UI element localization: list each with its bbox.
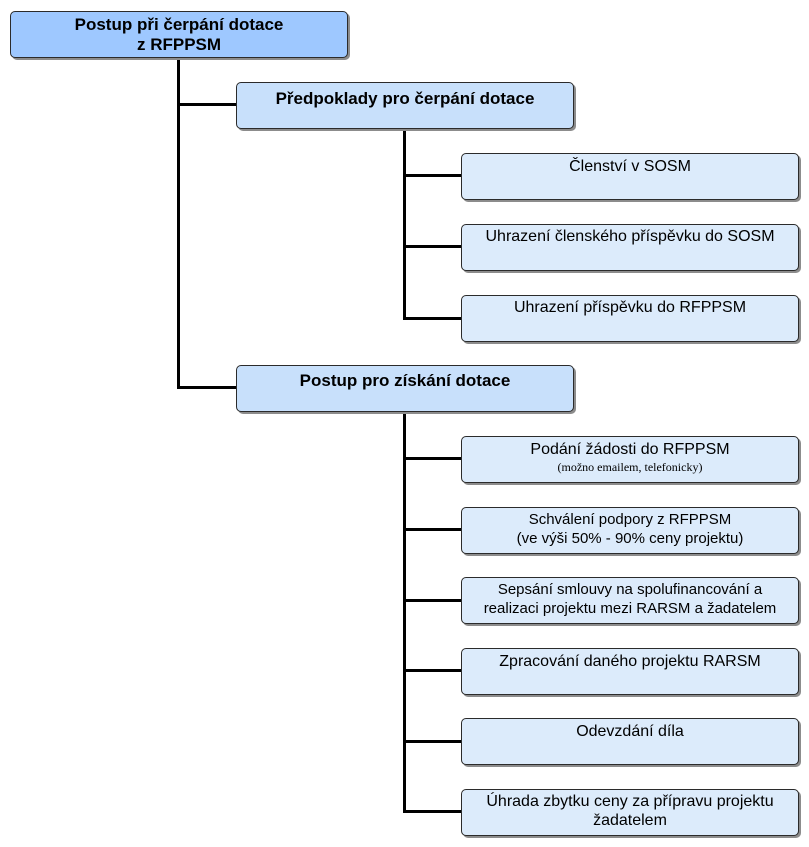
root-node: Postup při čerpání dotace z RFPPSM — [10, 11, 348, 58]
leaf-node-fund-fee: Uhrazení příspěvku do RFPPSM — [461, 295, 799, 342]
connector-to-branch-2 — [177, 386, 237, 389]
branch-node-prerequisites: Předpoklady pro čerpání dotace — [236, 82, 574, 129]
leaf-node-note: (možno emailem, telefonicky) — [557, 460, 703, 474]
leaf-node-text: Úhrada zbytku ceny za přípravu projektu — [486, 793, 774, 810]
leaf-node-text-2: žadatelem — [593, 812, 667, 829]
connector-branch-2-item-1 — [403, 457, 462, 460]
leaf-node-text: Členství v SOSM — [569, 158, 691, 175]
connector-branch-1-item-2 — [403, 245, 462, 248]
leaf-node-processing: Zpracování daného projektu RARSM — [461, 648, 799, 695]
connector-branch-2-trunk — [403, 411, 406, 813]
connector-branch-2-item-5 — [403, 740, 462, 743]
branch-node-procedure: Postup pro získání dotace — [236, 365, 574, 412]
leaf-node-delivery: Odevzdání díla — [461, 718, 799, 765]
leaf-node-text-2: realizaci projektu mezi RARSM a žadatele… — [483, 600, 777, 617]
leaf-node-text-2: (ve výši 50% - 90% ceny projektu) — [516, 530, 744, 547]
connector-to-branch-1 — [177, 103, 237, 106]
connector-branch-1-item-1 — [403, 174, 462, 177]
leaf-node-text: Uhrazení členského příspěvku do SOSM — [485, 228, 775, 245]
root-node-line-2: z RFPPSM — [136, 35, 222, 54]
branch-node-title: Postup pro získání dotace — [299, 371, 511, 390]
leaf-node-approval: Schválení podpory z RFPPSM (ve výši 50% … — [461, 507, 799, 554]
connector-branch-1-trunk — [403, 128, 406, 320]
leaf-node-text: Schválení podpory z RFPPSM — [528, 511, 732, 528]
root-node-line-1: Postup při čerpání dotace — [74, 15, 284, 34]
leaf-node-text: Podání žádosti do RFPPSM — [530, 441, 730, 458]
connector-branch-2-item-4 — [403, 669, 462, 672]
leaf-node-text: Uhrazení příspěvku do RFPPSM — [513, 299, 747, 316]
connector-branch-2-item-6 — [403, 810, 462, 813]
leaf-node-final-payment: Úhrada zbytku ceny za přípravu projektu … — [461, 789, 799, 836]
connector-root-trunk — [177, 58, 180, 389]
leaf-node-text: Sepsání smlouvy na spolufinancování a — [497, 581, 763, 598]
leaf-node-membership-fee: Uhrazení členského příspěvku do SOSM — [461, 224, 799, 271]
branch-node-title: Předpoklady pro čerpání dotace — [275, 89, 535, 108]
connector-branch-1-item-3 — [403, 317, 462, 320]
leaf-node-application: Podání žádosti do RFPPSM (možno emailem,… — [461, 436, 799, 483]
leaf-node-contract: Sepsání smlouvy na spolufinancování a re… — [461, 577, 799, 624]
leaf-node-text: Odevzdání díla — [576, 723, 684, 740]
leaf-node-text: Zpracování daného projektu RARSM — [499, 653, 761, 670]
connector-branch-2-item-3 — [403, 599, 462, 602]
leaf-node-membership: Členství v SOSM — [461, 153, 799, 200]
connector-branch-2-item-2 — [403, 528, 462, 531]
